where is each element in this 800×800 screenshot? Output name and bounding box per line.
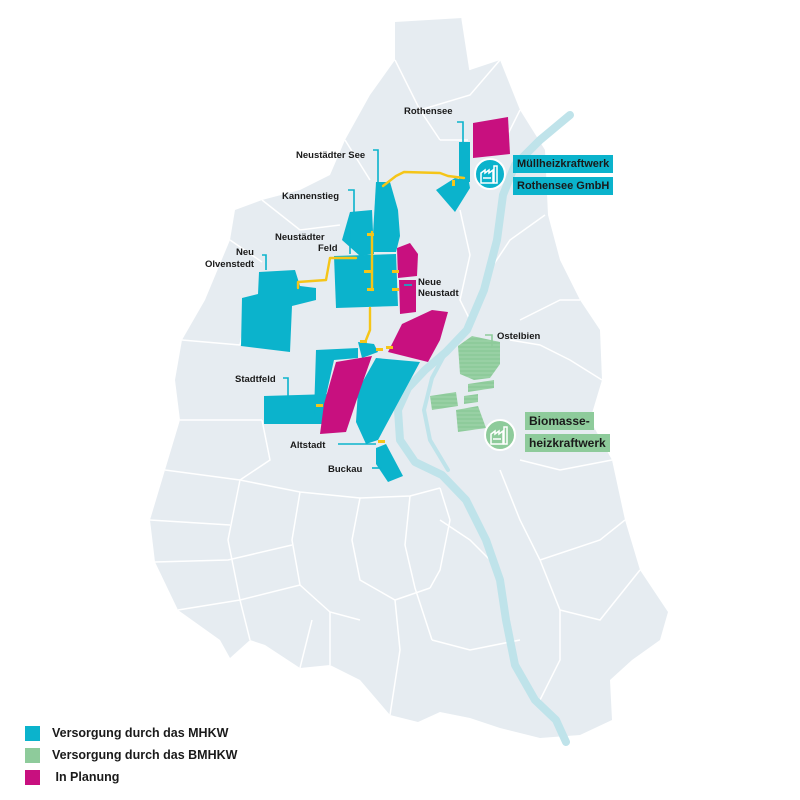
- area-planung-stadtfeld: [320, 356, 372, 434]
- area-planung-center: [388, 310, 448, 362]
- label-neue-neustadt-1: Neue: [418, 277, 441, 288]
- pipeline-mhkw: [381, 170, 466, 188]
- label-neue-neustadt-2: Neustadt: [418, 288, 459, 299]
- area-planung-neue-neustadt-north: [397, 243, 418, 278]
- river-elbe: [394, 111, 574, 746]
- area-neustaedter-see: [372, 182, 400, 252]
- legend-swatch-planung: [25, 769, 40, 785]
- legend-item-bmhkw: Versorgung durch das BMHKW: [25, 744, 237, 766]
- area-planung-rothensee: [473, 117, 510, 158]
- label-neu-olvenstedt-1: Neu: [236, 247, 254, 258]
- factory-icon: [490, 426, 508, 445]
- area-neustaedter-feld: [334, 254, 398, 308]
- legend-label-planung: In Planung: [52, 770, 120, 784]
- bmhkw-areas: [430, 336, 500, 432]
- label-ostelbien: Ostelbien: [497, 331, 540, 342]
- pipeline-central: [364, 306, 372, 342]
- legend-swatch-mhkw: [25, 725, 40, 741]
- area-ostelbien-west: [430, 392, 458, 410]
- bmhkw-label-line1: Biomasse-: [525, 412, 594, 430]
- area-stadtfeld-east: [314, 348, 358, 414]
- label-buckau: Buckau: [328, 464, 363, 475]
- planung-areas: [320, 117, 510, 434]
- pipeline-connectors: [316, 180, 455, 443]
- pipeline-west: [296, 256, 358, 290]
- mhkw-label-line2: Rothensee GmbH: [513, 177, 614, 195]
- area-altstadt: [356, 358, 420, 444]
- area-center-small: [358, 342, 378, 358]
- area-buckau: [376, 444, 403, 482]
- label-kannenstieg: Kannenstieg: [282, 191, 339, 202]
- pipelines: [296, 170, 466, 342]
- area-neu-olvenstedt: [241, 270, 316, 352]
- area-ostelbien-mid: [468, 380, 494, 392]
- area-rothensee: [436, 178, 470, 212]
- legend-swatch-bmhkw: [25, 747, 40, 763]
- label-neu-olvenstedt-2: Olvenstedt: [205, 259, 255, 270]
- label-stadtfeld: Stadtfeld: [235, 374, 276, 385]
- leader-lines: [262, 121, 493, 469]
- legend: Versorgung durch das MHKW Versorgung dur…: [25, 722, 237, 788]
- mhkw-label-line1: Müllheizkraftwerk: [513, 155, 614, 173]
- label-altstadt: Altstadt: [290, 440, 326, 451]
- legend-label-bmhkw: Versorgung durch das BMHKW: [52, 748, 238, 762]
- factory-icon: [480, 165, 498, 184]
- district-labels: Rothensee Neustädter See Kannenstieg Neu…: [205, 106, 540, 475]
- mhkw-plant-marker[interactable]: [474, 158, 506, 190]
- bmhkw-plant-marker[interactable]: [484, 419, 516, 451]
- label-neustaedter-feld-2: Feld: [318, 243, 338, 254]
- label-neustaedter-see: Neustädter See: [296, 150, 365, 161]
- area-ostelbien-south: [456, 406, 486, 432]
- river-branch: [421, 350, 450, 472]
- legend-label-mhkw: Versorgung durch das MHKW: [52, 726, 229, 740]
- label-neustaedter-feld-1: Neustädter: [275, 232, 325, 243]
- legend-item-planung: In Planung: [25, 766, 237, 788]
- mhkw-areas: [241, 142, 470, 482]
- legend-item-mhkw: Versorgung durch das MHKW: [25, 722, 237, 744]
- area-ostelbien-small: [464, 394, 478, 404]
- label-rothensee: Rothensee: [404, 106, 453, 117]
- area-rothensee-strip: [459, 142, 470, 182]
- bmhkw-label-line2: heizkraftwerk: [525, 434, 610, 452]
- area-planung-neue-neustadt: [399, 280, 416, 314]
- area-ostelbien-main: [458, 336, 500, 380]
- district-borders: [149, 17, 641, 716]
